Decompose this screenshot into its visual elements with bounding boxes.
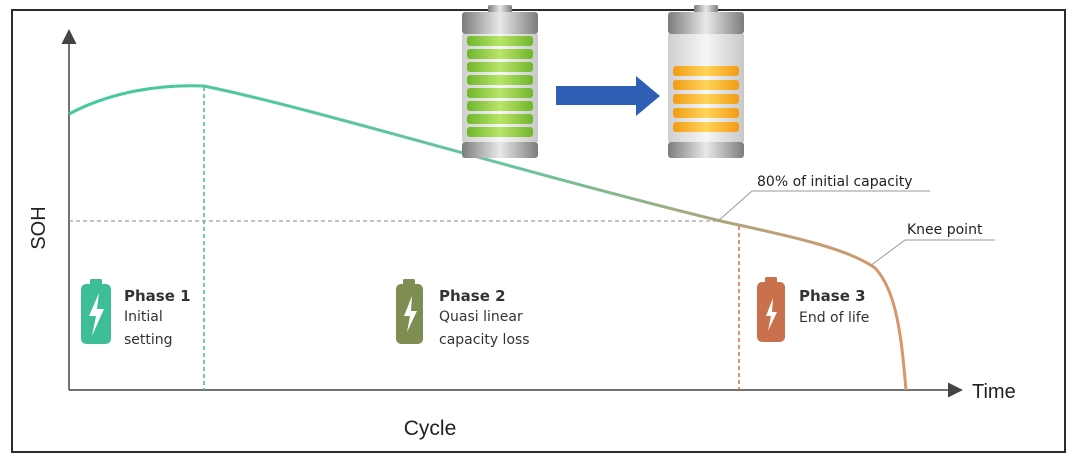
arrow-right-icon [556,76,660,116]
knee-point-leader [869,239,995,267]
phase-1-desc-line2: setting [124,332,173,348]
x-axis-label: Cycle [404,417,457,440]
soh-curve [68,84,908,391]
battery-bolt-icon [757,277,785,342]
capacity-80-label: 80% of initial capacity [757,174,913,190]
phase-2-desc-line1: Quasi linear [439,309,523,325]
phase-1-title: Phase 1 [124,287,191,305]
battery-low-icon [668,5,744,158]
battery-bolt-icon [396,279,423,344]
phase-3-title: Phase 3 [799,287,866,305]
phase-3-desc-line1: End of life [799,310,869,326]
knee-point-label: Knee point [907,222,983,238]
battery-bolt-icon [81,279,111,344]
battery-full-icon [462,5,538,158]
phase-2-block: Phase 2 Quasi linear capacity loss [396,279,530,348]
phase-3-block: Phase 3 End of life [757,277,869,342]
phase-2-title: Phase 2 [439,287,506,305]
phase-1-desc-line1: Initial [124,309,163,325]
y-axis-label: SOH [28,206,50,249]
phase-2-desc-line2: capacity loss [439,332,530,348]
phase-1-block: Phase 1 Initial setting [81,279,191,348]
x-axis-arrow-label: Time [972,381,1016,403]
capacity-80-leader [716,190,930,223]
diagram-frame [11,9,1066,453]
